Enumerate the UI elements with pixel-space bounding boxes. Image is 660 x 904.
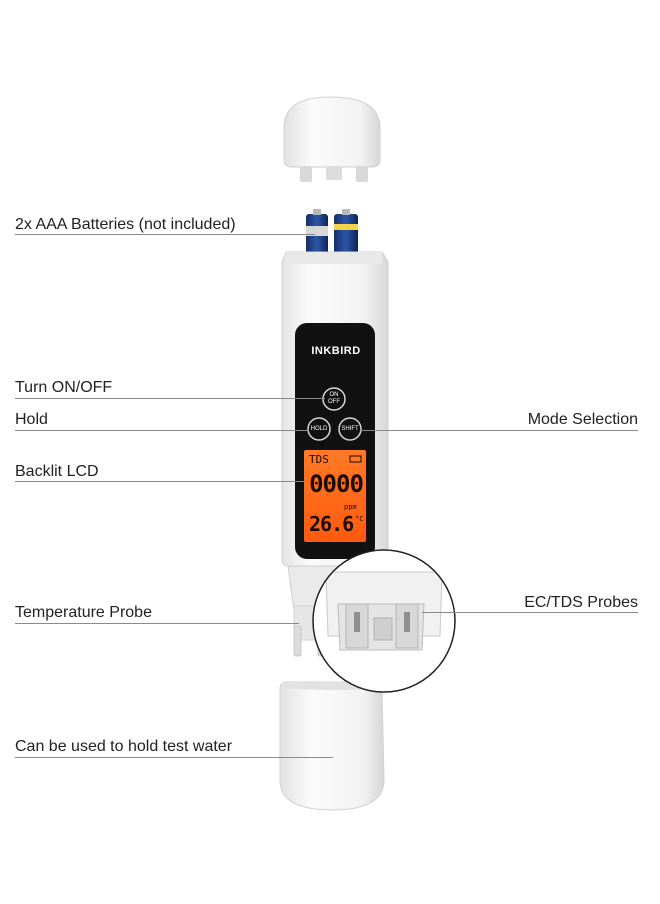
- callout-lcd: Backlit LCD: [15, 463, 99, 480]
- power-button-label-off: OFF: [328, 399, 340, 405]
- callout-power: Turn ON/OFF: [15, 379, 113, 396]
- shift-button[interactable]: SHIFT: [339, 418, 361, 440]
- button-ring-hold: [307, 417, 331, 441]
- probe-zoom-inset: [312, 549, 456, 693]
- callout-mode: Mode Selection: [527, 411, 638, 428]
- leader-line-temp-probe: [15, 623, 299, 624]
- battery-cover: [283, 96, 381, 182]
- lcd-reading: 0000: [309, 470, 364, 498]
- leader-line-ec-probes: [422, 612, 638, 613]
- shift-button-label: SHIFT: [341, 426, 359, 432]
- lcd-temperature: 26.6: [309, 512, 354, 536]
- leader-line-power: [15, 398, 325, 399]
- lcd-mode-text: TDS: [309, 453, 329, 466]
- leader-line-lcd: [15, 481, 307, 482]
- leader-line-batteries: [15, 234, 315, 235]
- lcd-temp-unit: °C: [355, 515, 364, 523]
- callout-cap: Can be used to hold test water: [15, 738, 233, 755]
- bottom-cap: [279, 681, 385, 811]
- leader-line-mode: [360, 430, 638, 431]
- backlit-lcd-screen: [304, 450, 366, 542]
- power-button-label-on: ON: [329, 392, 339, 398]
- brand-logo: INKBIRD: [311, 345, 361, 357]
- button-ring-shift: [338, 417, 362, 441]
- callout-batteries: 2x AAA Batteries (not included): [15, 216, 236, 233]
- callout-temp-probe: Temperature Probe: [15, 604, 152, 621]
- callout-hold: Hold: [15, 411, 48, 428]
- hold-button-label: HOLD: [310, 426, 328, 432]
- lcd-unit: ppm: [344, 503, 357, 511]
- power-button[interactable]: ON OFF: [323, 388, 345, 410]
- leader-line-cap: [15, 757, 333, 758]
- aaa-batteries: [306, 209, 358, 260]
- hold-button[interactable]: HOLD: [308, 418, 330, 440]
- button-ring-power: [322, 387, 346, 411]
- callout-ec-probes: EC/TDS Probes: [524, 594, 638, 611]
- leader-line-hold: [15, 430, 309, 431]
